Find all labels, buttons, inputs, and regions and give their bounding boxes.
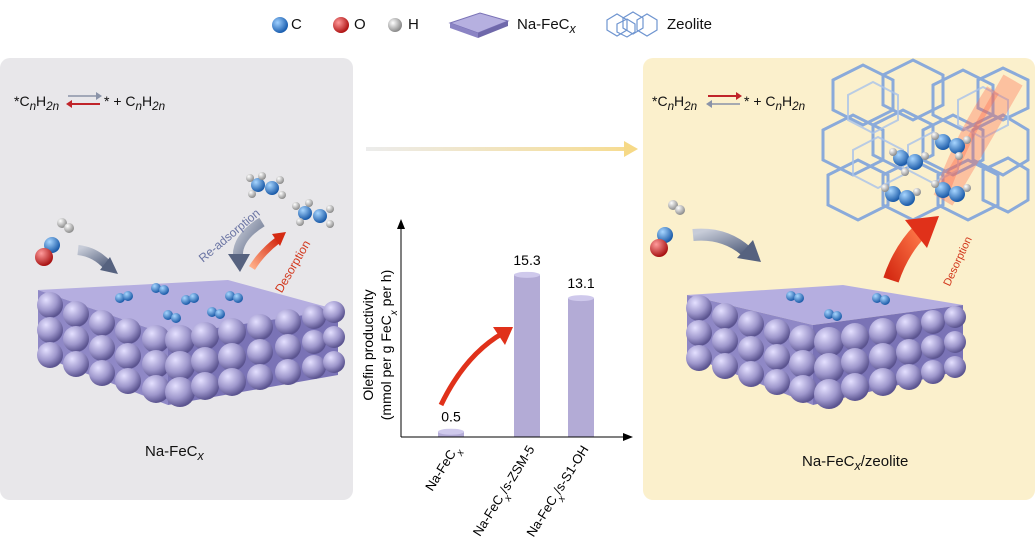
bar-top-1 xyxy=(438,428,464,435)
left-equilibrium-arrows xyxy=(66,92,102,108)
legend-h-label: H xyxy=(408,16,419,33)
y-axis-arrow xyxy=(397,219,405,229)
hydrogen-atom-icon xyxy=(388,18,402,32)
value-label-3: 13.1 xyxy=(567,275,594,291)
left-catalyst-illustration: Re-adsorption Desorption xyxy=(35,172,345,407)
bar-3 xyxy=(568,298,594,437)
legend-o-label: O xyxy=(354,16,366,33)
legend-zeolite-label: Zeolite xyxy=(667,16,713,33)
right-equation-rhs: * + CnH2n xyxy=(744,93,806,113)
category-label-3: Na-FeCx/s-S1-OH xyxy=(523,443,596,543)
right-desorption-label: Desorption xyxy=(941,235,974,288)
zeolite-icon xyxy=(606,11,658,38)
category-label-1: Na-FeCx xyxy=(422,442,467,497)
na-fecx-slab-icon xyxy=(448,12,510,38)
legend-c-label: C xyxy=(291,16,302,33)
olefin-productivity-chart: Olefin productivity (mmol per g FeCx per… xyxy=(360,219,633,543)
oxygen-atom-icon xyxy=(333,17,349,33)
left-panel xyxy=(0,58,353,500)
transition-arrow xyxy=(366,141,638,157)
value-label-2: 15.3 xyxy=(513,252,540,268)
bar-top-3 xyxy=(568,295,594,302)
readsorption-label: Re-adsorption xyxy=(196,206,263,265)
growth-arrow xyxy=(493,327,513,345)
legend: C O H Na-FeCx Zeolite xyxy=(0,10,1035,40)
bar-2 xyxy=(514,274,540,437)
left-caption: Na-FeCx xyxy=(145,443,204,463)
right-equilibrium-arrows xyxy=(706,92,742,108)
right-caption: Na-FeCx/zeolite xyxy=(802,453,909,473)
bar-top-2 xyxy=(514,271,540,278)
left-desorption-label: Desorption xyxy=(272,238,313,295)
right-catalyst-illustration: Desorption xyxy=(650,58,1030,409)
legend-nafecx-label: Na-FeCx xyxy=(517,16,576,36)
zeolite-framework xyxy=(821,58,1030,222)
left-equation-rhs: * + CnH2n xyxy=(104,93,166,113)
y-axis-label-line1: Olefin productivity xyxy=(360,289,376,400)
y-axis-label-line2: (mmol per g FeCx per h) xyxy=(378,270,400,421)
x-axis-arrow xyxy=(623,433,633,441)
right-equation-lhs: *CnH2n xyxy=(652,93,698,113)
carbon-atom-icon xyxy=(272,17,288,33)
left-equation-lhs: *CnH2n xyxy=(14,93,60,113)
value-label-1: 0.5 xyxy=(441,409,461,425)
